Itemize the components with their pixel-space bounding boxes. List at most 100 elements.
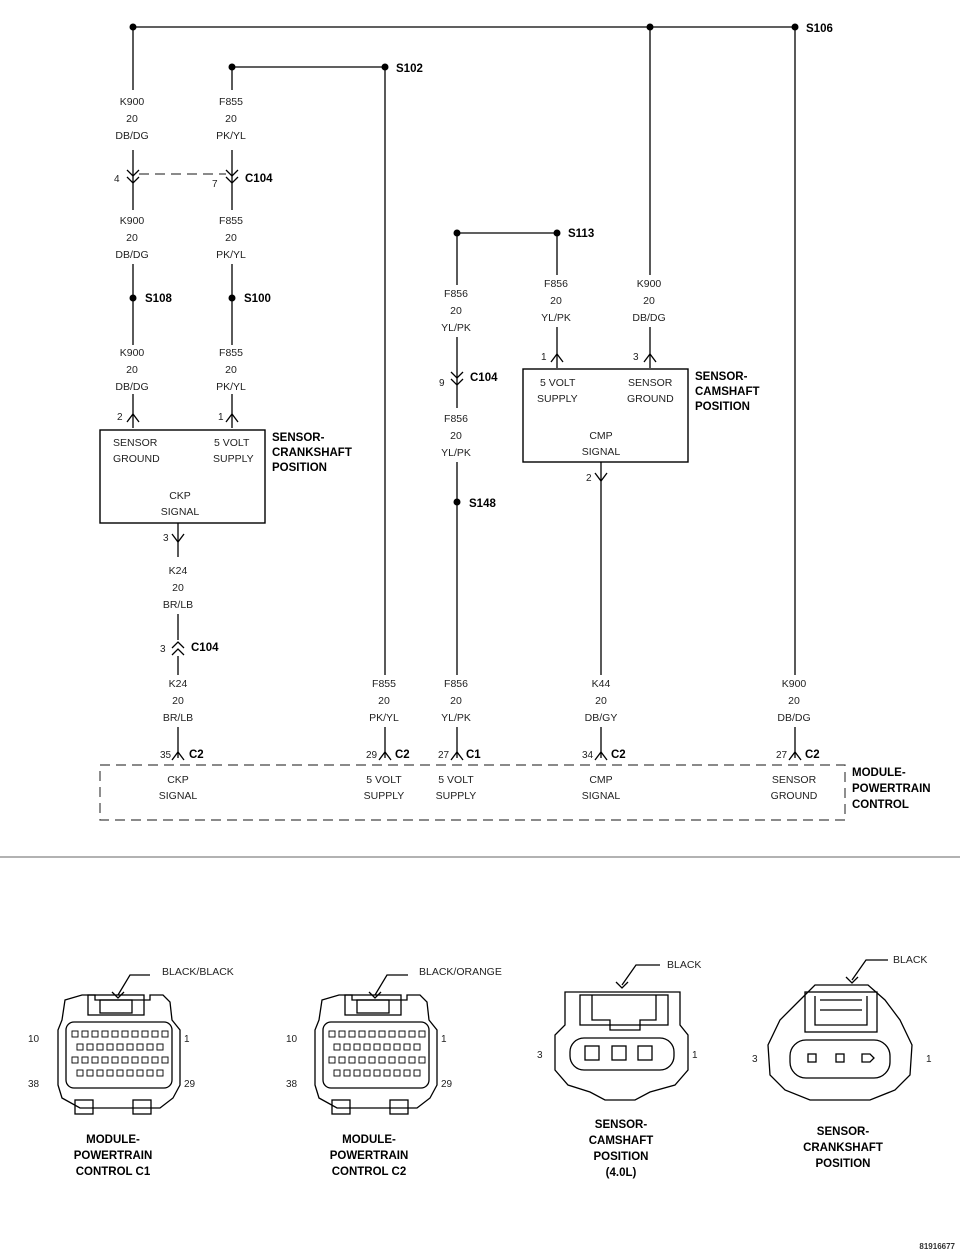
svg-text:F856: F856 bbox=[544, 278, 568, 290]
svg-text:K900: K900 bbox=[120, 215, 145, 227]
pin-cavity bbox=[358, 1030, 366, 1038]
svg-text:20: 20 bbox=[550, 295, 562, 307]
svg-text:3: 3 bbox=[160, 644, 166, 655]
svg-text:MODULE-: MODULE- bbox=[852, 767, 906, 779]
svg-text:SENSOR-: SENSOR- bbox=[595, 1119, 648, 1131]
pin-cavity bbox=[353, 1069, 361, 1077]
pin-cavity bbox=[71, 1056, 79, 1064]
pin-cavity bbox=[101, 1030, 109, 1038]
pcm-pins: 35 C2 29 C2 27 C1 34 C2 27 C2 bbox=[160, 749, 820, 761]
pin-cavity bbox=[338, 1056, 346, 1064]
svg-text:CAMSHAFT: CAMSHAFT bbox=[695, 386, 760, 398]
pin-cavity bbox=[418, 1056, 426, 1064]
pin-cavity bbox=[86, 1043, 94, 1051]
pin-cavity bbox=[71, 1030, 79, 1038]
svg-text:F856: F856 bbox=[444, 413, 468, 425]
svg-text:CRANKSHAFT: CRANKSHAFT bbox=[272, 447, 352, 459]
svg-text:20: 20 bbox=[450, 695, 462, 707]
svg-text:K24: K24 bbox=[169, 565, 188, 577]
connector-view-ckp-sensor: BLACK 3 1 SENSOR- CRANKSHAFT POSITION bbox=[752, 954, 932, 1170]
svg-text:SENSOR-: SENSOR- bbox=[817, 1126, 870, 1138]
svg-text:K900: K900 bbox=[120, 347, 145, 359]
svg-text:CAMSHAFT: CAMSHAFT bbox=[589, 1135, 654, 1147]
svg-text:F856: F856 bbox=[444, 288, 468, 300]
svg-text:SUPPLY: SUPPLY bbox=[436, 790, 477, 802]
pin-cavity bbox=[398, 1030, 406, 1038]
svg-text:20: 20 bbox=[126, 113, 138, 125]
pin-cavity bbox=[161, 1056, 169, 1064]
svg-text:BLACK/BLACK: BLACK/BLACK bbox=[162, 966, 234, 978]
pin-cavity bbox=[403, 1043, 411, 1051]
svg-text:C104: C104 bbox=[470, 372, 498, 384]
svg-text:CONTROL C1: CONTROL C1 bbox=[76, 1166, 151, 1178]
pin-cavity bbox=[398, 1056, 406, 1064]
svg-text:35: 35 bbox=[160, 750, 172, 761]
svg-text:34: 34 bbox=[582, 750, 594, 761]
connector-c104-label: C104 bbox=[245, 173, 273, 185]
pin-cavity bbox=[333, 1069, 341, 1077]
wire-label-f855-pcm: F855 20 PK/YL bbox=[369, 678, 399, 724]
pin-cavity bbox=[393, 1069, 401, 1077]
pcm-c2-pin-grid bbox=[328, 1030, 426, 1077]
connector-view-pcm-c2: BLACK/ORANGE 10 1 38 29 MODULE- POWERTRA… bbox=[286, 966, 502, 1178]
svg-text:20: 20 bbox=[225, 232, 237, 244]
pin-cavity bbox=[151, 1056, 159, 1064]
svg-text:C2: C2 bbox=[611, 749, 626, 761]
pin-cavity bbox=[373, 1043, 381, 1051]
svg-text:BLACK/ORANGE: BLACK/ORANGE bbox=[419, 966, 502, 978]
svg-text:CMP: CMP bbox=[589, 774, 612, 786]
pin-cavity bbox=[348, 1030, 356, 1038]
svg-text:5 VOLT: 5 VOLT bbox=[214, 437, 250, 449]
pin-cavity bbox=[141, 1030, 149, 1038]
pin-cavity bbox=[91, 1030, 99, 1038]
wire-label-k44: K44 20 DB/GY bbox=[585, 678, 618, 724]
pin-cavity bbox=[378, 1030, 386, 1038]
svg-text:(4.0L): (4.0L) bbox=[606, 1167, 637, 1179]
svg-text:SUPPLY: SUPPLY bbox=[364, 790, 405, 802]
pin-cavity bbox=[328, 1030, 336, 1038]
pin-cavity bbox=[338, 1030, 346, 1038]
svg-text:1: 1 bbox=[692, 1050, 698, 1061]
pin-cavity bbox=[96, 1043, 104, 1051]
svg-text:SUPPLY: SUPPLY bbox=[537, 393, 578, 405]
splice-s102-label: S102 bbox=[396, 63, 423, 75]
svg-text:F855: F855 bbox=[372, 678, 396, 690]
pcm-box: CKP SIGNAL 5 VOLT SUPPLY 5 VOLT SUPPLY C… bbox=[99, 764, 846, 821]
svg-text:5 VOLT: 5 VOLT bbox=[366, 774, 402, 786]
pin-cavity bbox=[363, 1069, 371, 1077]
pin-cavity bbox=[81, 1056, 89, 1064]
svg-text:BLACK: BLACK bbox=[893, 954, 927, 966]
pin-cavity bbox=[328, 1056, 336, 1064]
svg-text:9: 9 bbox=[439, 378, 445, 389]
svg-text:1: 1 bbox=[184, 1034, 190, 1045]
pin-cavity bbox=[408, 1056, 416, 1064]
svg-text:10: 10 bbox=[28, 1034, 40, 1045]
svg-text:20: 20 bbox=[172, 695, 184, 707]
wire-label-f855-low: F855 20 PK/YL bbox=[216, 347, 246, 393]
svg-text:F855: F855 bbox=[219, 347, 243, 359]
pin-cavity bbox=[86, 1069, 94, 1077]
pin-cavity bbox=[126, 1069, 134, 1077]
svg-text:3: 3 bbox=[633, 352, 639, 363]
f856-bus: S113 bbox=[453, 228, 594, 240]
splice-s148 bbox=[453, 498, 461, 506]
svg-text:SENSOR-: SENSOR- bbox=[272, 432, 325, 444]
pin-cavity bbox=[101, 1056, 109, 1064]
splice-s108 bbox=[129, 294, 137, 302]
f855-bus: S102 bbox=[228, 63, 423, 75]
pin-cavity bbox=[76, 1043, 84, 1051]
svg-text:CKP: CKP bbox=[169, 490, 191, 502]
pin-cavity bbox=[111, 1030, 119, 1038]
wire-label-k24-a: K24 20 BR/LB bbox=[163, 565, 193, 611]
pin-cavity bbox=[413, 1069, 421, 1077]
pin-cavity bbox=[116, 1069, 124, 1077]
svg-text:1: 1 bbox=[541, 352, 547, 363]
svg-text:C1: C1 bbox=[466, 749, 481, 761]
splice-s100-label: S100 bbox=[244, 293, 271, 305]
ckp-sensor-box: SENSOR GROUND 5 VOLT SUPPLY CKP SIGNAL bbox=[99, 429, 266, 524]
pcm-c1-pin-grid bbox=[71, 1030, 169, 1077]
svg-text:20: 20 bbox=[595, 695, 607, 707]
splice-s148-label: S148 bbox=[469, 498, 496, 510]
pin-cavity bbox=[343, 1069, 351, 1077]
connector-c104-f856: 9 C104 bbox=[439, 371, 498, 389]
